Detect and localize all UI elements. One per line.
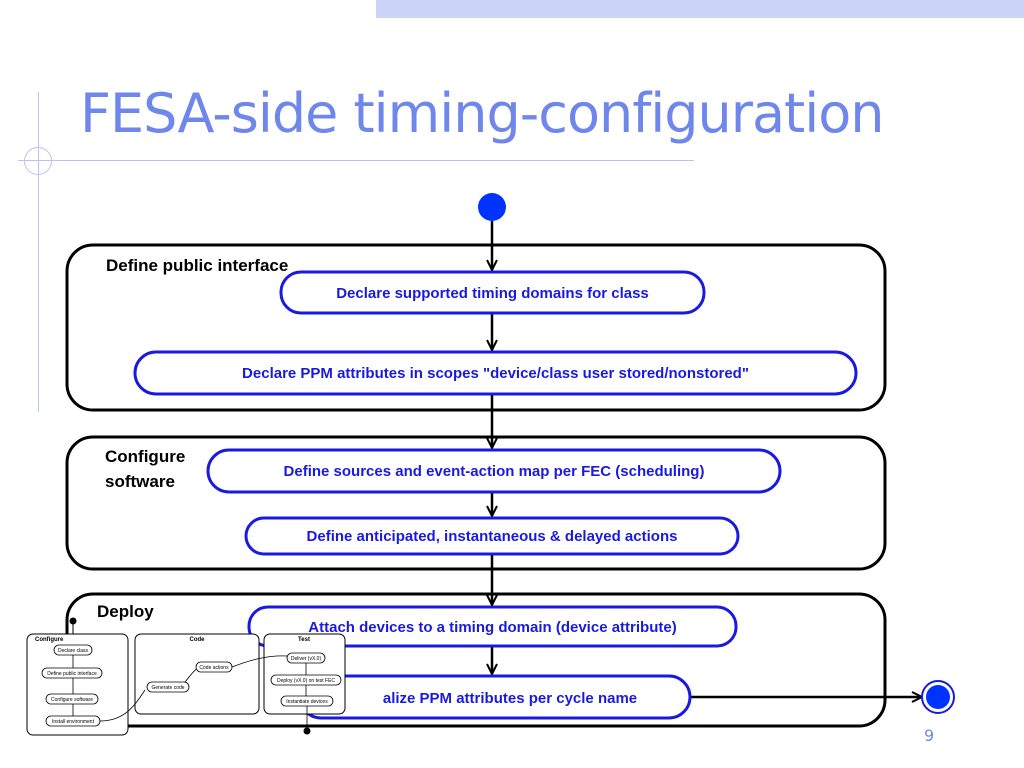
inset-dot <box>69 617 77 625</box>
inset-step-label: Configure software <box>51 697 93 703</box>
inset-step-label: Code actions <box>199 665 229 671</box>
step-label-initialize-ppm: alize PPM attributes per cycle name <box>383 690 637 707</box>
start-node <box>478 193 506 221</box>
inset-step-label: Declare class <box>58 648 89 654</box>
inset-lane-test <box>263 633 346 715</box>
step-attach-devices <box>247 605 738 648</box>
inset-step-label: Define public interface <box>47 671 97 677</box>
decor-horizontal-line <box>18 160 694 161</box>
inset-overview-diagram: Configure Code Test Declare class Define… <box>26 617 346 736</box>
inset-step-label: Instantiate devices <box>286 699 328 705</box>
inset-step-label: Generate code <box>151 685 184 691</box>
step-label-declare-timing-domains: Declare supported timing domains for cla… <box>336 285 649 302</box>
inset-step <box>41 667 103 679</box>
step-define-actions <box>244 516 740 556</box>
inset-connector <box>99 689 146 722</box>
group-label-configure-software-1: Configure <box>105 447 185 466</box>
step-declare-timing-domains <box>279 270 706 315</box>
group-label-define-public-interface: Define public interface <box>106 256 288 275</box>
step-label-define-actions: Define anticipated, instantaneous & dela… <box>307 528 678 545</box>
inset-step-label: Deploy (vX.0) on test FEC <box>277 678 335 684</box>
step-label-define-sources: Define sources and event-action map per … <box>284 463 705 480</box>
step-label-declare-ppm-attributes: Declare PPM attributes in scopes "device… <box>242 365 749 382</box>
slide-title: FESA-side timing-configuration <box>80 82 884 145</box>
inset-lane-label-test: Test <box>298 637 310 643</box>
inset-dot <box>303 727 311 735</box>
step-label-attach-devices: Attach devices to a timing domain (devic… <box>308 619 676 636</box>
inset-step <box>146 681 190 693</box>
inset-connector <box>231 655 288 668</box>
inset-lane-code <box>134 633 260 715</box>
inset-lane-configure <box>26 633 129 736</box>
inset-step-label: Install environment <box>52 719 95 725</box>
inset-lane-label-configure: Configure <box>35 637 64 643</box>
page-number: 9 <box>924 726 935 745</box>
inset-step-label: Deliver (vX.0) <box>291 656 322 662</box>
step-define-sources <box>206 448 782 494</box>
inset-step <box>45 693 99 705</box>
decor-circle <box>24 147 52 175</box>
top-decoration-band <box>376 0 1024 18</box>
group-label-deploy: Deploy <box>97 602 154 621</box>
inset-lane-label-code: Code <box>190 637 206 643</box>
step-declare-ppm-attributes <box>133 350 858 396</box>
end-node <box>926 685 950 709</box>
decor-vertical-line <box>38 92 39 412</box>
group-label-configure-software-2: software <box>105 472 175 491</box>
